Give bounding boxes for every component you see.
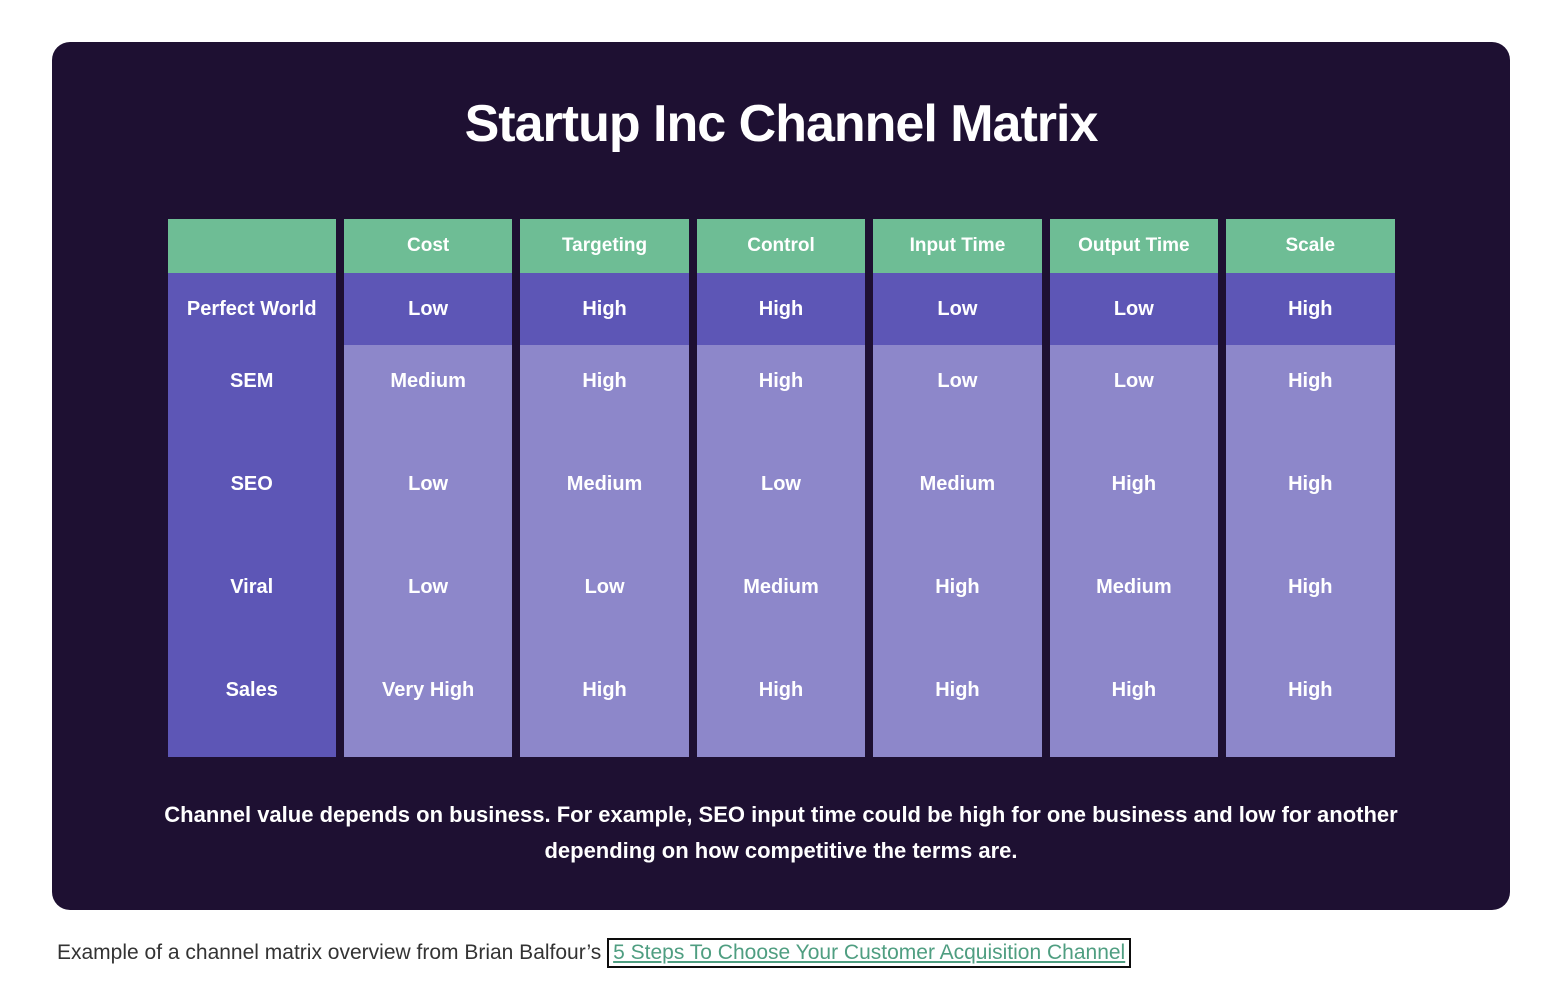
row-label-seo: SEO bbox=[167, 448, 336, 551]
matrix-cell: Medium bbox=[520, 448, 689, 551]
matrix-cell: Low bbox=[343, 273, 513, 345]
matrix-cell: High bbox=[520, 654, 689, 757]
matrix-cell: High bbox=[1226, 551, 1395, 654]
matrix-cell: High bbox=[1226, 654, 1395, 757]
matrix-cell: Medium bbox=[873, 448, 1042, 551]
column-header-cost: Cost bbox=[343, 219, 513, 273]
matrix-cell: Low bbox=[520, 551, 689, 654]
matrix-cell: Low bbox=[873, 345, 1042, 448]
matrix-cell: High bbox=[520, 273, 689, 345]
matrix-cell: High bbox=[1226, 448, 1395, 551]
column-header-scale: Scale bbox=[1226, 219, 1395, 273]
row-label-sales: Sales bbox=[167, 654, 336, 757]
matrix-cell: High bbox=[1049, 654, 1219, 757]
matrix-cell: High bbox=[1226, 345, 1395, 448]
matrix-cell: High bbox=[520, 345, 689, 448]
matrix-cell: High bbox=[1226, 273, 1395, 345]
row-label-perfect-world: Perfect World bbox=[167, 273, 336, 345]
footer-text: Example of a channel matrix overview fro… bbox=[57, 941, 608, 964]
channel-matrix-card: Startup Inc Channel Matrix Perfect World… bbox=[52, 42, 1510, 910]
column-header-output-time: Output Time bbox=[1049, 219, 1219, 273]
matrix-cell: High bbox=[873, 551, 1042, 654]
table-caption: Channel value depends on business. For e… bbox=[164, 802, 1398, 863]
matrix-cell: Medium bbox=[696, 551, 866, 654]
matrix-cell: Low bbox=[343, 551, 513, 654]
footer: Example of a channel matrix overview fro… bbox=[52, 938, 1510, 968]
matrix-cell: Medium bbox=[1049, 551, 1219, 654]
matrix-cell: High bbox=[696, 345, 866, 448]
column-header-control: Control bbox=[696, 219, 866, 273]
matrix-cell: High bbox=[696, 654, 866, 757]
column-header-targeting: Targeting bbox=[520, 219, 689, 273]
matrix-cell: Low bbox=[1049, 345, 1219, 448]
page-title: Startup Inc Channel Matrix bbox=[464, 95, 1099, 153]
column-header-input-time: Input Time bbox=[873, 219, 1042, 273]
row-label-sem: SEM bbox=[167, 345, 336, 448]
matrix-cell: Medium bbox=[343, 345, 513, 448]
column-header-blank bbox=[167, 219, 336, 273]
footer-link[interactable]: 5 Steps To Choose Your Customer Acquisit… bbox=[607, 938, 1132, 968]
matrix-cell: High bbox=[873, 654, 1042, 757]
matrix-cell: High bbox=[1049, 448, 1219, 551]
matrix-cell: Low bbox=[1049, 273, 1219, 345]
matrix-cell: Low bbox=[696, 448, 866, 551]
row-label-viral: Viral bbox=[167, 551, 336, 654]
matrix-cell: High bbox=[696, 273, 866, 345]
matrix-cell: Low bbox=[873, 273, 1042, 345]
matrix-cell: Very High bbox=[343, 654, 513, 757]
matrix-cell: Low bbox=[343, 448, 513, 551]
